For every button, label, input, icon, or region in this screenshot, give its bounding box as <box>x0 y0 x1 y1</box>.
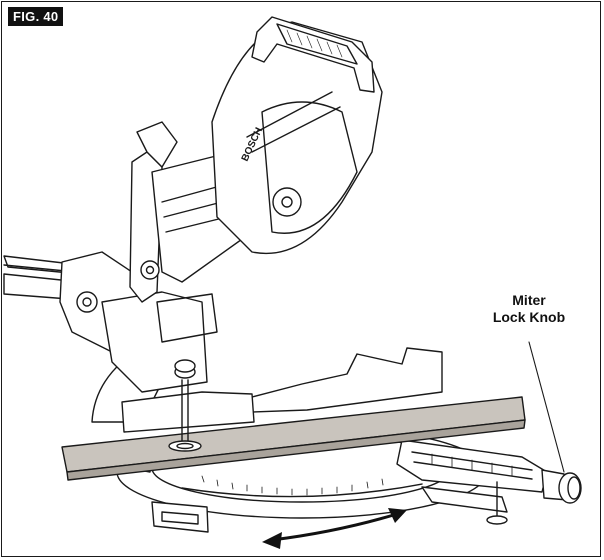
leader-line <box>528 341 565 473</box>
vertical-clamp <box>168 359 202 452</box>
workpiece <box>61 396 526 481</box>
saw-handle <box>251 16 375 93</box>
front-extension <box>396 439 548 525</box>
rotation-arrow-icon <box>262 508 407 549</box>
callout-label: Miter Lock Knob <box>454 292 604 326</box>
callout-line-2: Lock Knob <box>492 309 566 325</box>
callout-line-1: Miter <box>512 292 546 308</box>
saw-arm <box>129 121 253 303</box>
miter-lock-knob <box>541 469 582 504</box>
figure-label: FIG. 40 <box>8 7 64 26</box>
blade-guard <box>211 21 383 255</box>
